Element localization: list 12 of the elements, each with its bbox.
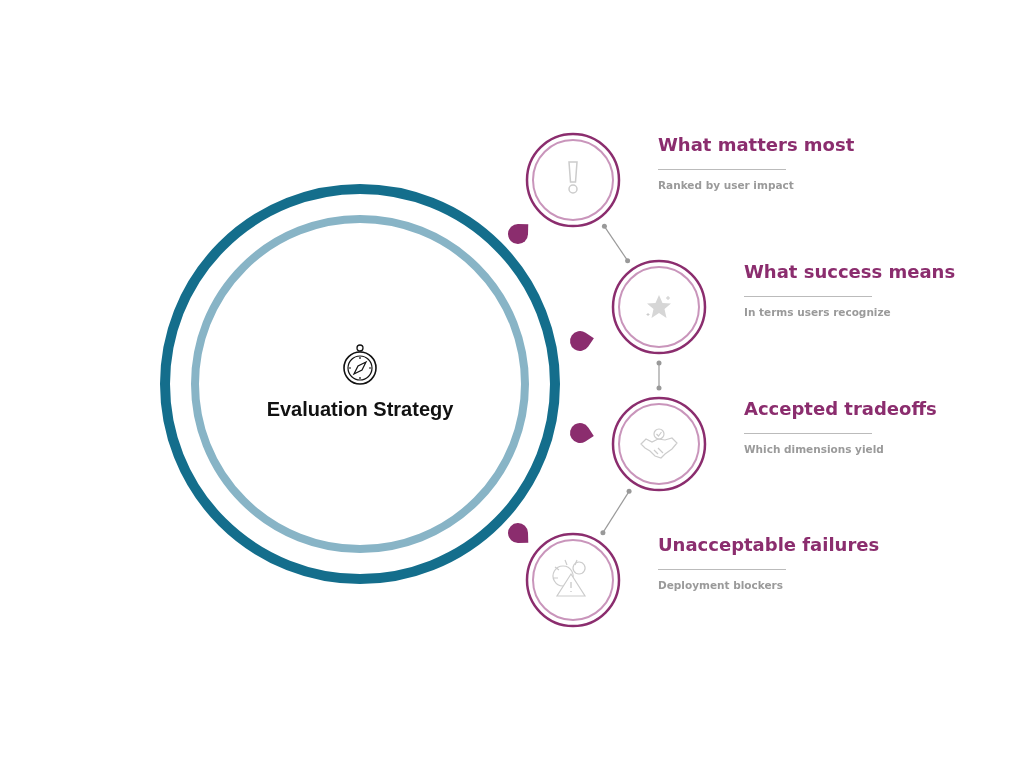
- item-heading: What matters most: [658, 134, 855, 155]
- item-heading: Accepted tradeoffs: [744, 398, 937, 419]
- item-description: Ranked by user impact: [658, 179, 794, 191]
- connector-line: [656, 360, 662, 391]
- item-heading: What success means: [744, 261, 956, 282]
- item-description: Which dimensions yield: [744, 443, 884, 455]
- item-description: Deployment blockers: [658, 579, 784, 591]
- center-title: Evaluation Strategy: [265, 398, 455, 421]
- item-heading: Unacceptable failures: [658, 534, 880, 555]
- connector-line: [601, 223, 631, 264]
- item-description: In terms users recognize: [744, 306, 891, 318]
- connector-line: [600, 488, 632, 536]
